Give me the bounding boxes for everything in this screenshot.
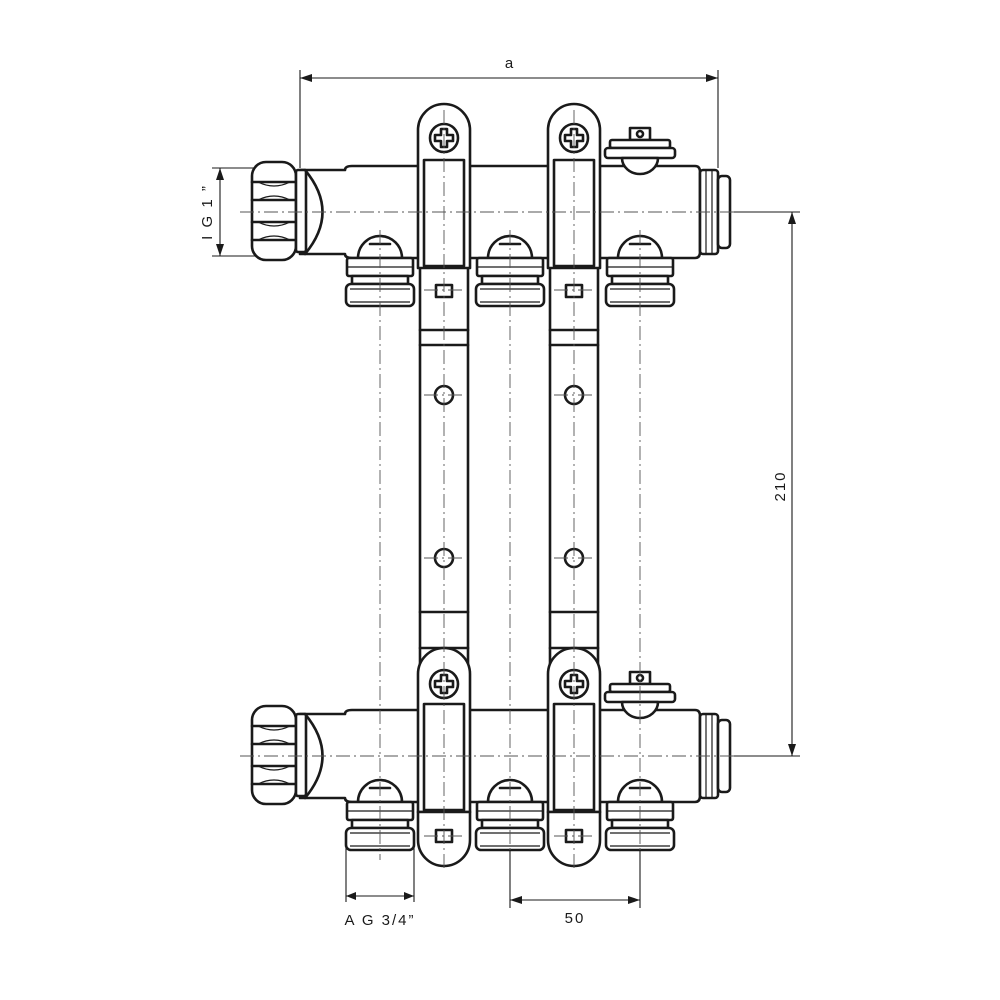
manifold-bar-top bbox=[250, 126, 732, 308]
spacing-label: 50 bbox=[565, 910, 586, 927]
inlet-thread-label: I G 1 ” bbox=[199, 184, 216, 240]
dimension-outlet-thread: A G 3/4” bbox=[344, 848, 415, 929]
manifold-bar-bottom bbox=[250, 670, 732, 852]
outlet-thread-label: A G 3/4” bbox=[344, 912, 415, 929]
dimension-width: a bbox=[299, 55, 719, 168]
dimension-height: 210 bbox=[734, 211, 800, 757]
union-nut-bottom bbox=[250, 704, 308, 806]
dimension-inlet-thread: I G 1 ” bbox=[199, 167, 255, 257]
height-label: 210 bbox=[772, 470, 789, 501]
width-label: a bbox=[505, 55, 515, 72]
center-lines bbox=[240, 110, 740, 870]
union-nut-top bbox=[250, 160, 308, 262]
dimension-spacing: 50 bbox=[509, 850, 641, 927]
